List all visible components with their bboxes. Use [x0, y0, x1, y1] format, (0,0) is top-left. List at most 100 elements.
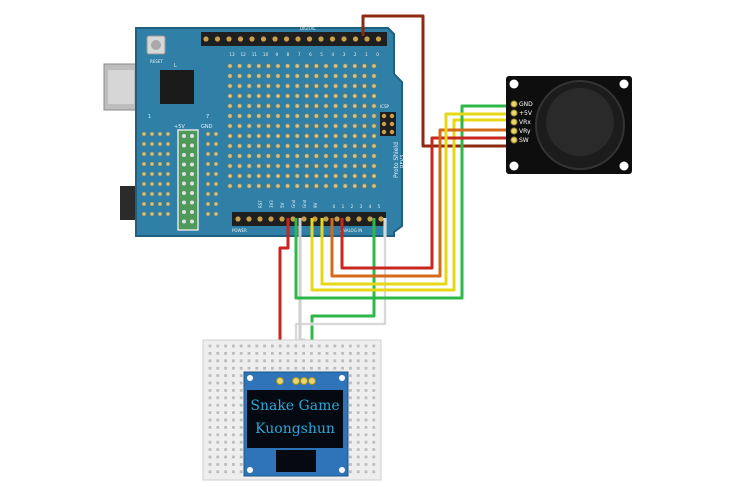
proto-hole — [285, 183, 291, 189]
proto-hole — [352, 143, 358, 149]
proto-hole — [361, 63, 367, 69]
proto-hole — [237, 133, 243, 139]
strip-pin — [190, 162, 194, 167]
breadboard-hole — [216, 426, 220, 429]
proto-hole — [213, 181, 219, 187]
breadboard-hole — [372, 366, 376, 370]
proto-hole — [275, 153, 281, 159]
breadboard-hole — [372, 381, 376, 385]
proto-hole — [285, 103, 291, 109]
proto-hole — [361, 143, 367, 149]
proto-hole — [227, 183, 233, 189]
proto-hole — [342, 183, 348, 189]
breadboard-hole — [356, 403, 360, 407]
header-pin — [301, 216, 307, 222]
strip-pin — [190, 172, 194, 176]
proto-hole — [256, 73, 262, 79]
joystick-knob — [546, 88, 614, 156]
proto-hole — [275, 73, 281, 79]
proto-hole — [323, 83, 329, 89]
proto-hole — [352, 123, 358, 129]
header-pin — [295, 36, 301, 42]
breadboard-hole — [317, 352, 321, 355]
strip-pin — [190, 191, 194, 195]
proto-hole — [371, 163, 377, 169]
proto-hole — [352, 163, 358, 169]
proto-hole — [323, 123, 329, 129]
icsp-pin — [389, 113, 395, 119]
breadboard-hole — [232, 381, 235, 385]
proto-hole — [205, 211, 211, 217]
proto-hole — [294, 113, 300, 119]
breadboard-hole — [239, 366, 243, 370]
breadboard-hole — [239, 470, 243, 474]
breadboard-hole — [216, 470, 220, 474]
proto-hole — [285, 83, 291, 89]
strip-pin — [190, 153, 194, 157]
proto-hole — [361, 93, 367, 99]
proto-hole — [285, 153, 291, 159]
proto-hole — [149, 151, 155, 157]
header-pin — [375, 36, 382, 42]
proto-hole — [333, 133, 339, 139]
proto-hole — [227, 173, 233, 179]
breadboard-hole — [239, 344, 243, 348]
breadboard-hole — [232, 366, 235, 370]
proto-hole — [294, 173, 300, 179]
breadboard-hole — [364, 389, 368, 392]
proto-hole — [333, 123, 339, 129]
proto-hole — [265, 153, 271, 159]
breadboard-hole — [216, 389, 220, 392]
proto-hole — [352, 153, 358, 159]
breadboard-hole — [333, 359, 337, 363]
digital-pin-label: 10 — [263, 52, 269, 57]
icsp-label: ICSP — [380, 104, 390, 109]
plus5v-label: +5V — [174, 124, 185, 130]
proto-hole — [323, 183, 329, 189]
proto-hole — [165, 211, 171, 217]
strip-pin — [182, 200, 186, 205]
breadboard-hole — [356, 411, 360, 414]
breadboard-hole — [224, 440, 227, 444]
proto-hole — [333, 173, 339, 179]
proto-hole — [256, 173, 262, 179]
proto-hole — [361, 173, 367, 179]
breadboard-hole — [372, 448, 376, 451]
proto-hole — [227, 163, 233, 169]
proto-hole — [205, 171, 211, 177]
breadboard-hole — [224, 411, 227, 414]
proto-hole — [313, 153, 319, 159]
proto-hole — [256, 63, 262, 69]
breadboard-hole — [372, 389, 376, 392]
analog-pin-label: 5 — [378, 204, 381, 209]
proto-hole — [333, 143, 339, 149]
breadboard-hole — [364, 403, 368, 407]
proto-hole — [165, 141, 171, 147]
breadboard-hole — [216, 448, 220, 451]
proto-hole — [246, 153, 252, 159]
breadboard-hole — [286, 366, 290, 370]
breadboard-hole — [349, 463, 352, 466]
digital-pin-label: 11 — [252, 52, 258, 57]
proto-hole — [256, 123, 262, 129]
proto-hole — [246, 93, 252, 99]
breadboard-hole — [239, 426, 243, 429]
breadboard-hole — [216, 463, 220, 466]
proto-hole — [265, 73, 271, 79]
breadboard-hole — [239, 411, 243, 414]
proto-hole — [141, 191, 147, 197]
proto-hole — [304, 93, 310, 99]
breadboard-hole — [294, 352, 298, 355]
breadboard-hole — [208, 359, 212, 363]
header-pin — [260, 36, 267, 42]
breadboard-hole — [232, 374, 235, 377]
proto-hole — [157, 191, 163, 197]
proto-hole — [165, 171, 171, 177]
breadboard-hole — [232, 463, 235, 466]
proto-hole — [371, 83, 377, 89]
proto-hole — [275, 173, 281, 179]
proto-hole — [227, 143, 233, 149]
digital-pin-label: 8 — [287, 52, 290, 57]
breadboard-hole — [255, 359, 259, 363]
breadboard-hole — [364, 440, 368, 444]
